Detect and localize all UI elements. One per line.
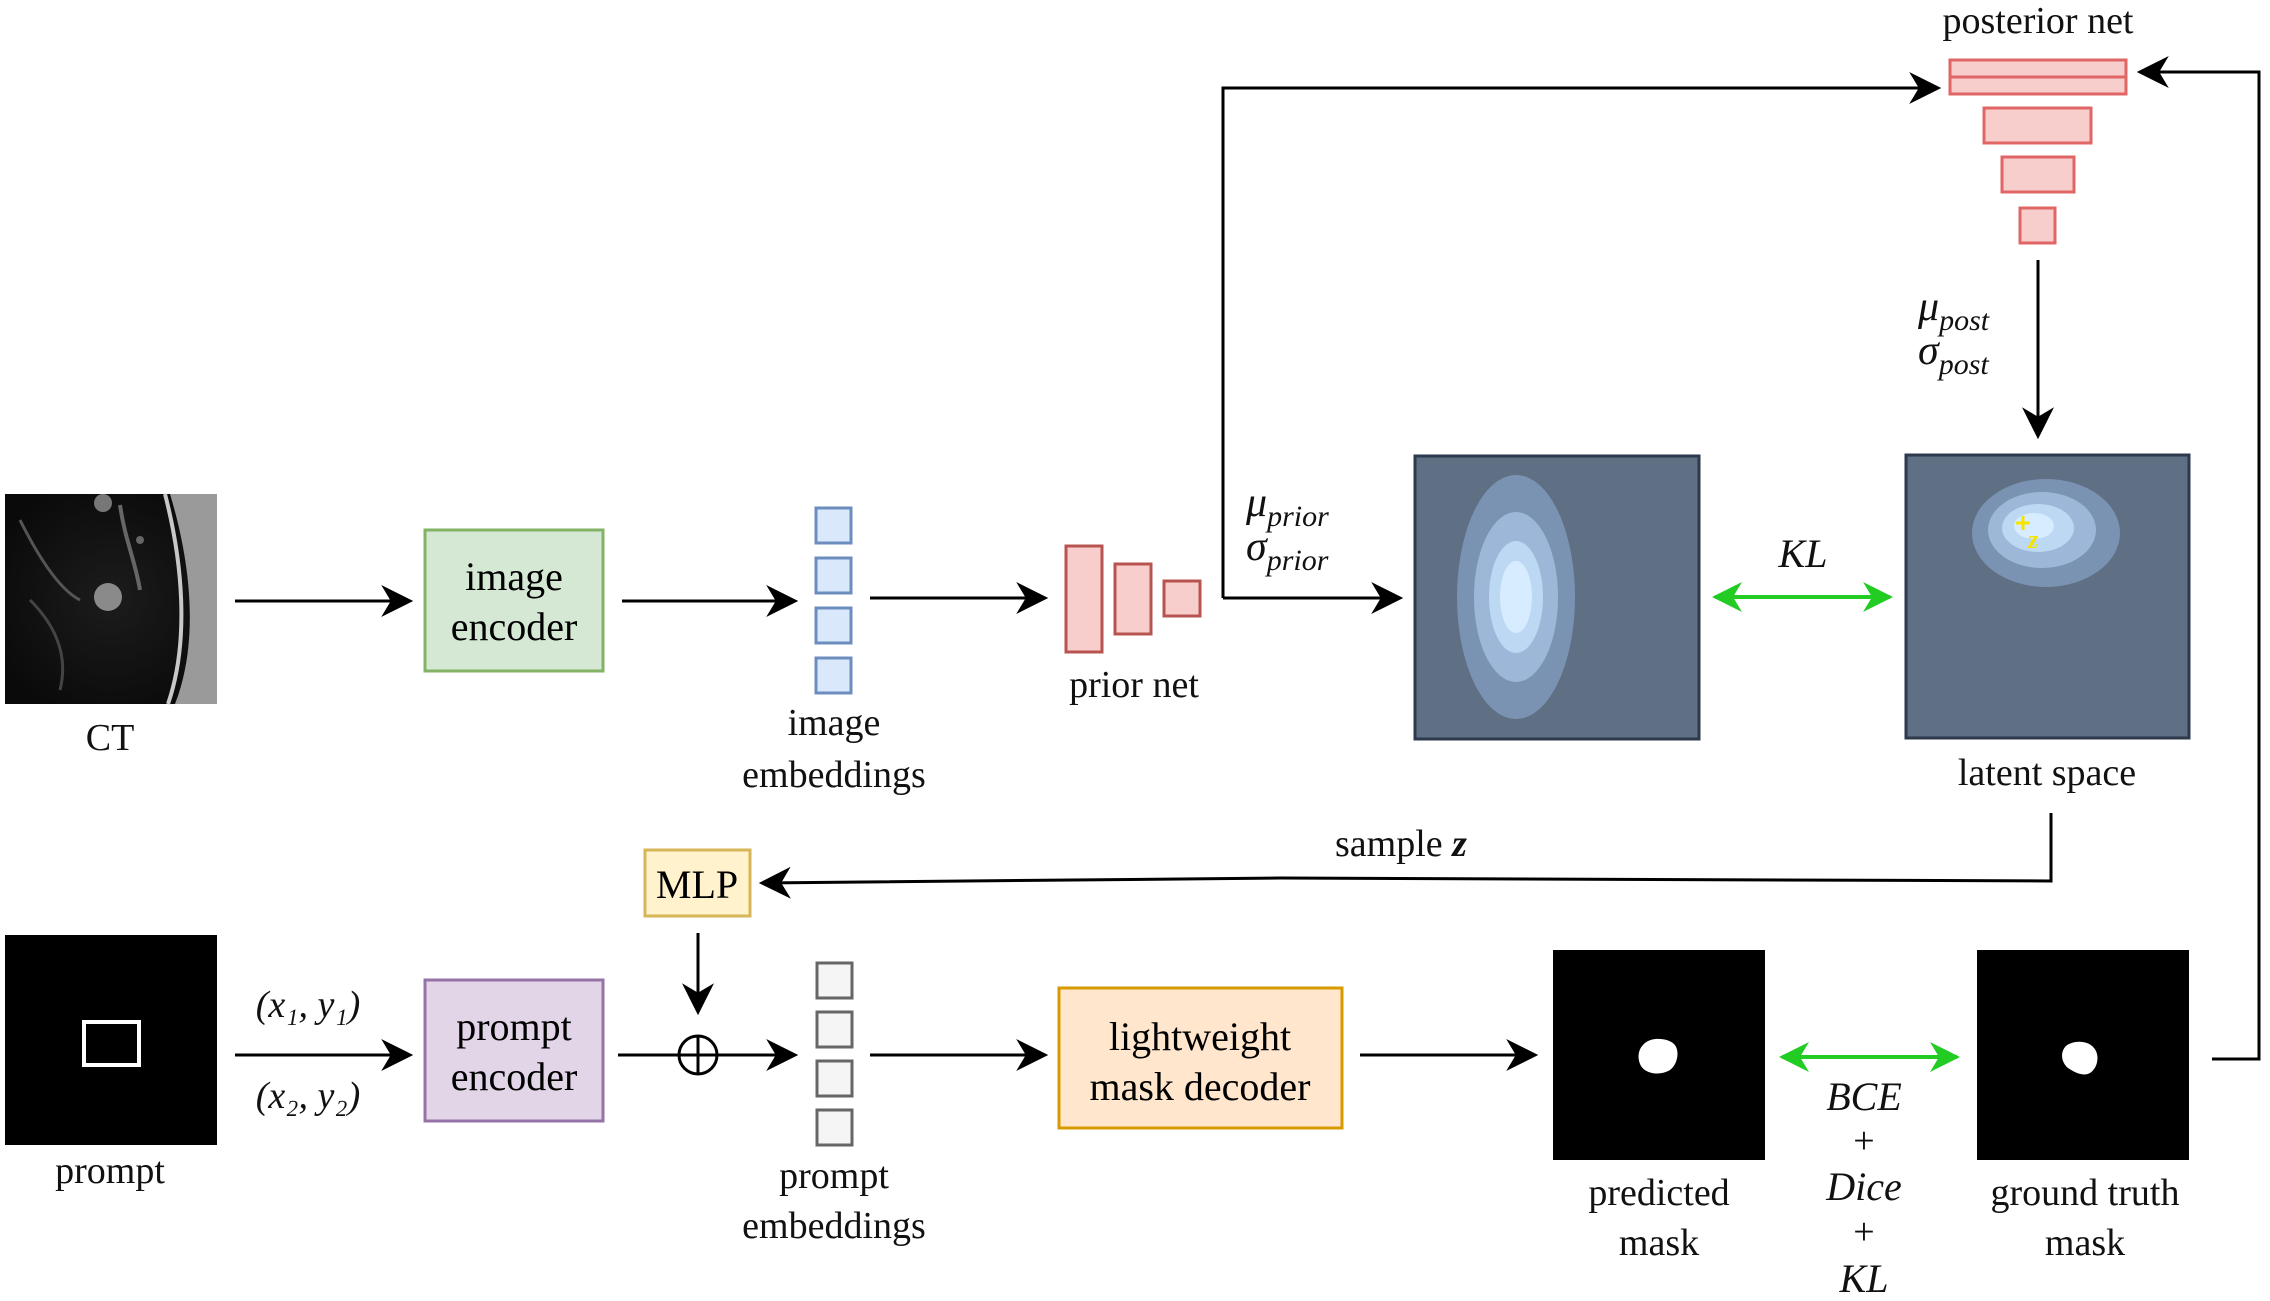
svg-text:μpost: μpost [1917, 284, 1990, 337]
prompt-image [5, 935, 217, 1145]
prior-subscript: prior [1265, 544, 1329, 577]
sum-operator-icon [677, 1034, 719, 1076]
predicted-mask-label-line1: predicted [1588, 1172, 1729, 1214]
prior-latent-distribution [1413, 454, 1701, 741]
image-encoder-label-line2: encoder [451, 604, 578, 649]
prompt-embeddings-stack [815, 961, 854, 1147]
prompt-embedding-cell [815, 961, 854, 1000]
sigma-symbol: σ [1918, 328, 1941, 374]
image-embedding-cell [814, 556, 853, 595]
arrow-groundtruth-to-posterior [2136, 56, 2261, 1061]
sample-z-marker: z [2016, 516, 2039, 554]
prompt-embedding-cell [815, 1108, 854, 1147]
prior-net [1064, 544, 1202, 654]
arrow-sample-z-to-mlp [758, 813, 2053, 899]
post-subscript: post [1937, 304, 1990, 337]
mlp-box: MLP [643, 848, 752, 918]
ct-image [5, 493, 217, 705]
posterior-params-label: μpost σpost [1917, 284, 1990, 381]
prompt-embedding-cell [815, 1010, 854, 1049]
ground-truth-mask-image [1977, 950, 2189, 1160]
prior-net-label: prior net [1069, 664, 1199, 706]
arrow-to-posterior-net [1221, 72, 1942, 598]
mask-decoder-label-line1: lightweight [1109, 1014, 1291, 1059]
svg-text:σpost: σpost [1918, 328, 1989, 381]
loss-dice: Dice [1825, 1164, 1902, 1209]
prompt-encoder-label-line1: prompt [456, 1004, 572, 1049]
prompt-encoder-box: prompt encoder [423, 978, 605, 1123]
ground-truth-label-line1: ground truth [1991, 1172, 2180, 1214]
sample-z-label: sample z [1335, 823, 1467, 865]
loss-plus-1: + [1853, 1120, 1874, 1162]
image-embedding-cell [814, 656, 853, 695]
mask-decoder-box: lightweight mask decoder [1057, 986, 1344, 1130]
image-embeddings-stack [814, 506, 853, 695]
coord-top-left: (x₁, y₁) [256, 984, 360, 1026]
prompt-embeddings-label-line2: embeddings [742, 1205, 926, 1247]
bounding-box-prompt [82, 1020, 141, 1067]
predicted-mask-image [1553, 950, 1765, 1160]
mask-decoder-label-line2: mask decoder [1089, 1064, 1310, 1109]
image-encoder-label-line1: image [465, 554, 563, 599]
predicted-mask-label-line2: mask [1619, 1222, 1699, 1264]
mu-symbol: μ [1917, 284, 1939, 330]
sigma-symbol: σ [1246, 524, 1269, 570]
posterior-latent-distribution: z [1904, 453, 2191, 740]
prior-subscript: prior [1265, 500, 1329, 533]
coord-bottom-right: (x₂, y₂) [256, 1075, 360, 1117]
prompt-embeddings-label-line1: prompt [779, 1155, 889, 1197]
posterior-net [1948, 58, 2128, 245]
image-embeddings-label-line1: image [788, 702, 881, 744]
image-embedding-cell [814, 606, 853, 645]
kl-label: KL [1778, 531, 1828, 576]
svg-text:σprior: σprior [1246, 524, 1329, 577]
latent-space-label: latent space [1958, 752, 2136, 794]
ct-label: CT [86, 717, 135, 759]
loss-kl: KL [1839, 1256, 1889, 1301]
prior-params-label: μprior σprior [1245, 480, 1329, 577]
image-embedding-cell [814, 506, 853, 545]
loss-terms: BCE + Dice + KL [1825, 1074, 1902, 1301]
mlp-label: MLP [656, 862, 738, 907]
prompt-label: prompt [55, 1150, 165, 1192]
mu-symbol: μ [1245, 480, 1267, 526]
prompt-encoder-label-line2: encoder [451, 1054, 578, 1099]
post-subscript: post [1937, 348, 1990, 381]
loss-plus-2: + [1853, 1211, 1874, 1253]
image-embeddings-label-line2: embeddings [742, 754, 926, 796]
ground-truth-label-line2: mask [2045, 1222, 2125, 1264]
loss-bce: BCE [1826, 1074, 1902, 1119]
posterior-net-label: posterior net [1942, 0, 2133, 42]
z-marker-label: z [2027, 525, 2039, 554]
prompt-embedding-cell [815, 1059, 854, 1098]
svg-text:μprior: μprior [1245, 480, 1329, 533]
image-encoder-box: image encoder [423, 528, 605, 673]
